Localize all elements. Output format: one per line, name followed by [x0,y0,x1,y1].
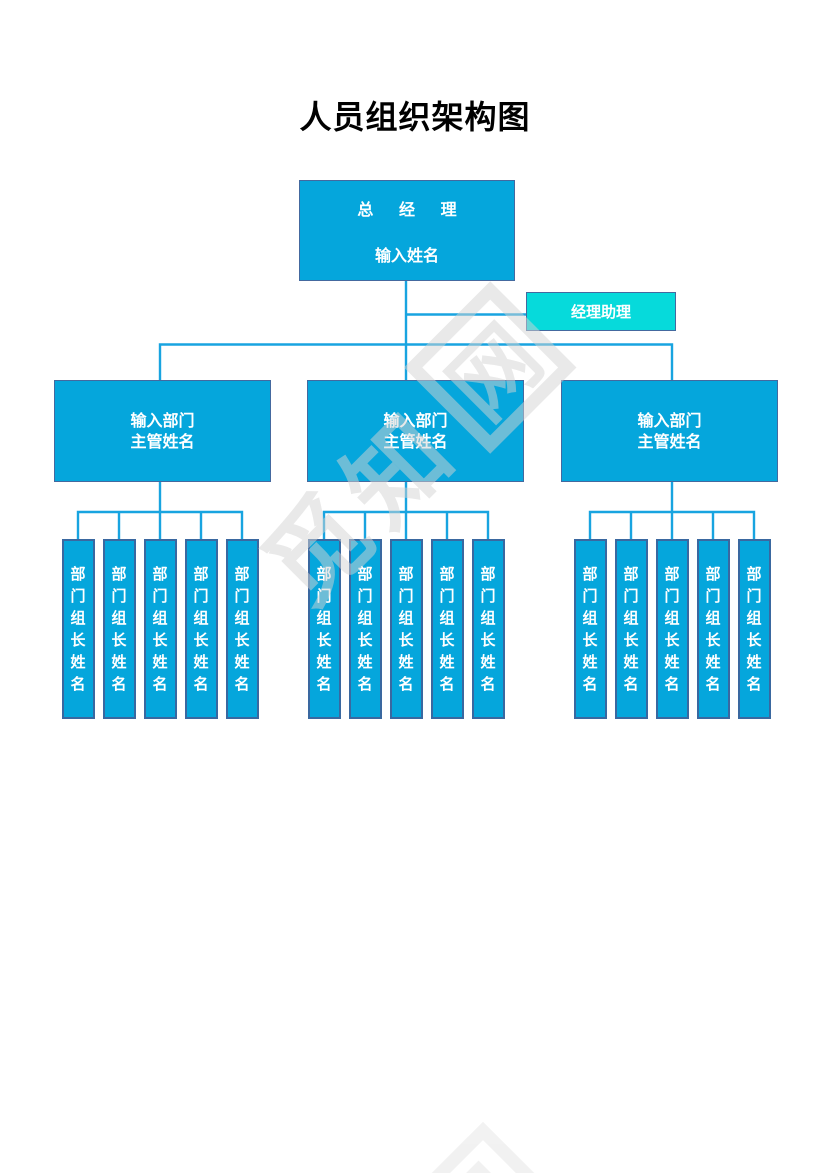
assistant-node: 经理助理 [526,292,676,331]
team-leader-label: 部门组长姓名 [582,565,598,693]
team-leader-label: 部门组长姓名 [664,565,680,693]
department-node-1: 输入部门 主管姓名 [54,380,271,482]
team-leader-label: 部门组长姓名 [193,565,209,693]
team-leader-label: 部门组长姓名 [234,565,250,693]
team-leader-label: 部门组长姓名 [357,565,373,693]
team-leader-node: 部门组长姓名 [348,539,382,719]
team-leader-label: 部门组长姓名 [316,565,332,693]
general-manager-node: 总 经 理 输入姓名 [299,180,515,281]
team-leader-node: 部门组长姓名 [61,539,95,719]
team-leader-label: 部门组长姓名 [439,565,455,693]
team-leader-label: 部门组长姓名 [398,565,414,693]
page-title: 人员组织架构图 [299,98,531,136]
department-2-label-line1: 输入部门 [383,411,448,430]
team-leader-node: 部门组长姓名 [430,539,464,719]
team-leader-node: 部门组长姓名 [389,539,423,719]
team-leader-node: 部门组长姓名 [573,539,607,719]
team-leader-node: 部门组长姓名 [655,539,689,719]
general-manager-title: 总 经 理 [357,199,467,219]
team-leader-node: 部门组长姓名 [614,539,648,719]
team-leader-label: 部门组长姓名 [746,565,762,693]
department-3-label-line2: 主管姓名 [637,432,702,451]
team-leader-node: 部门组长姓名 [143,539,177,719]
assistant-label: 经理助理 [570,303,631,321]
team-leader-label: 部门组长姓名 [70,565,86,693]
team-leader-node: 部门组长姓名 [102,539,136,719]
team-leader-label: 部门组长姓名 [111,565,127,693]
team-leader-node: 部门组长姓名 [184,539,218,719]
department-1-label-line1: 输入部门 [130,411,195,430]
team-leader-node: 部门组长姓名 [696,539,730,719]
department-node-3: 输入部门 主管姓名 [561,380,778,482]
department-3-label-line1: 输入部门 [637,411,702,430]
team-leader-node: 部门组长姓名 [471,539,505,719]
team-leader-label: 部门组长姓名 [480,565,496,693]
team-leader-node: 部门组长姓名 [737,539,771,719]
general-manager-name: 输入姓名 [374,245,439,265]
team-leader-label: 部门组长姓名 [623,565,639,693]
team-leader-label: 部门组长姓名 [705,565,721,693]
team-leader-label: 部门组长姓名 [152,565,168,693]
department-1-label-line2: 主管姓名 [130,432,195,451]
team-leader-node: 部门组长姓名 [225,539,259,719]
team-leader-node: 部门组长姓名 [307,539,341,719]
department-2-label-line2: 主管姓名 [383,432,448,451]
department-node-2: 输入部门 主管姓名 [307,380,524,482]
